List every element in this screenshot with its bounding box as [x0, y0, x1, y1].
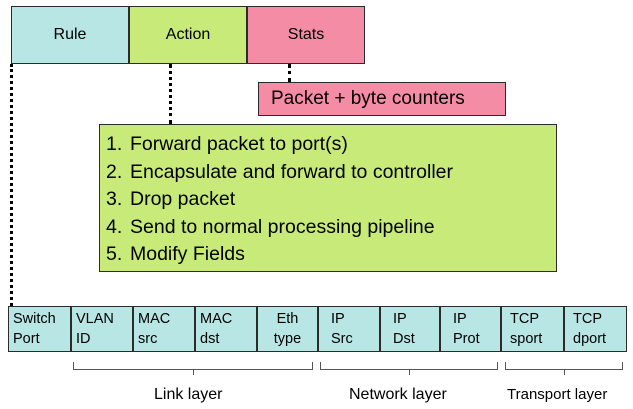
action-item: 2.Encapsulate and forward to controller [106, 160, 454, 183]
actions-box: 1.Forward packet to port(s) 2.Encapsulat… [99, 124, 557, 272]
action-label: Action [165, 26, 211, 43]
counters-label: Packet + byte counters [271, 88, 465, 109]
network-layer-bracket [320, 362, 498, 375]
action-item: 1.Forward packet to port(s) [106, 133, 348, 155]
stats-box: Stats [247, 6, 365, 64]
counters-box: Packet + byte counters [258, 82, 506, 116]
network-layer-label: Network layer [349, 386, 447, 403]
action-item: 4.Send to normal processing pipeline [106, 215, 435, 238]
stats-label: Stats [287, 26, 325, 43]
rule-box: Rule [11, 6, 129, 64]
stats-connector [288, 64, 291, 82]
transport-layer-label: Transport layer [507, 386, 608, 403]
link-layer-bracket [73, 362, 313, 375]
rule-label: Rule [53, 26, 87, 43]
action-item: 3.Drop packet [106, 188, 236, 210]
actions-list: 1.Forward packet to port(s) 2.Encapsulat… [106, 131, 556, 269]
transport-layer-bracket [505, 362, 623, 375]
action-box: Action [129, 6, 247, 64]
rule-connector [10, 64, 13, 306]
action-item: 5.Modify Fields [106, 243, 245, 265]
action-connector [169, 64, 172, 124]
link-layer-label: Link layer [154, 386, 223, 403]
